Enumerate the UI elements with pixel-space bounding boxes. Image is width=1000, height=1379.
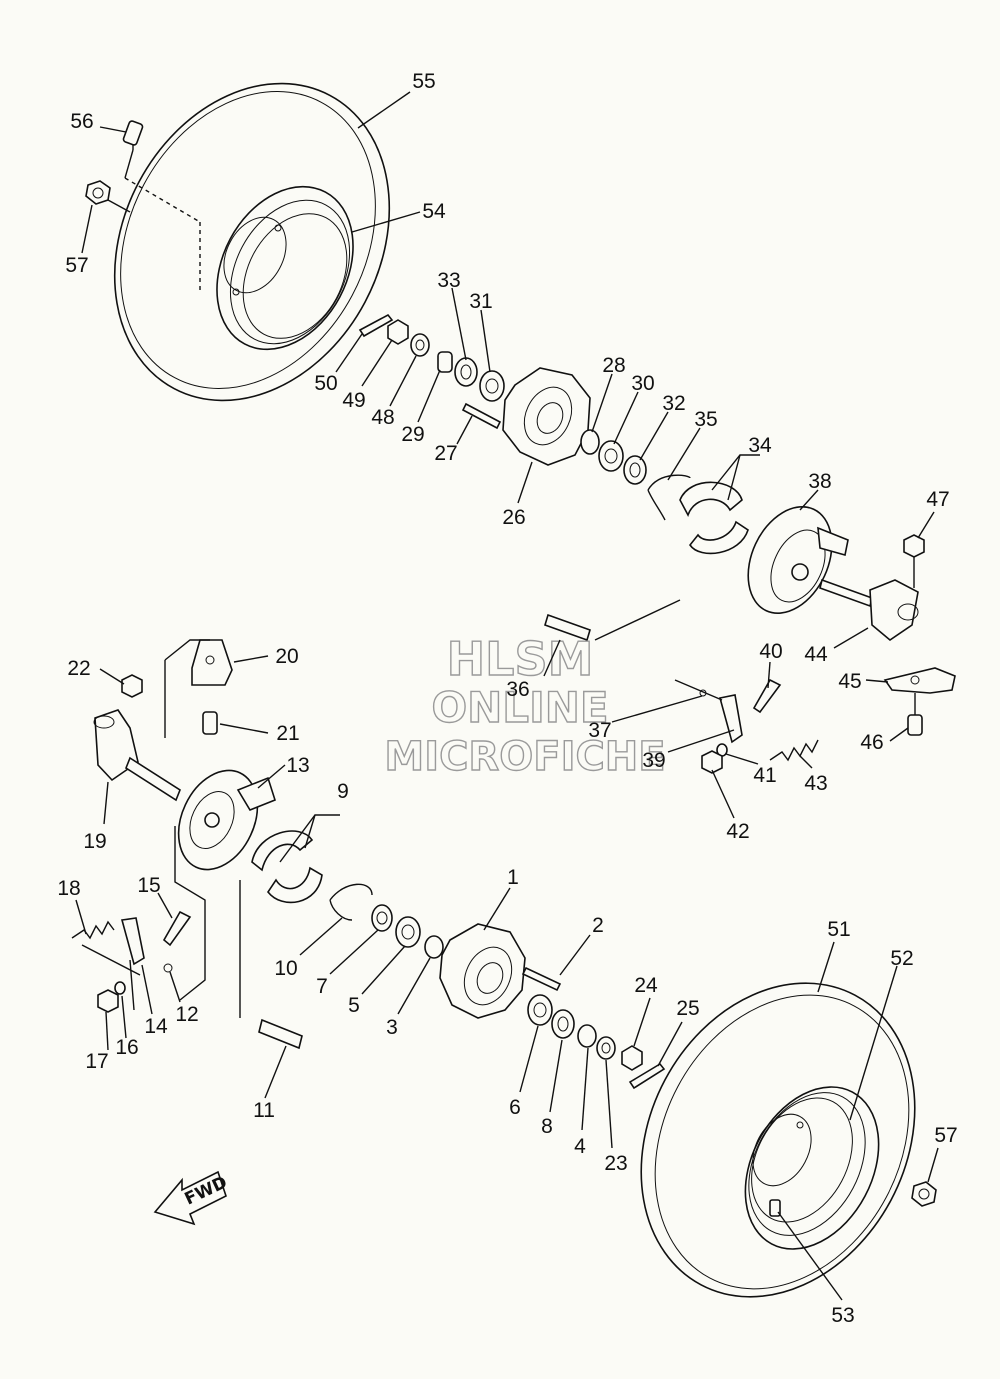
callout-40: 40 (759, 640, 782, 663)
callout-32: 32 (662, 392, 685, 415)
callout-37: 37 (588, 719, 611, 742)
callout-19: 19 (83, 830, 106, 853)
callout-29: 29 (401, 423, 424, 446)
callout-51: 51 (827, 918, 850, 941)
lower-knuckle-19 (93, 709, 181, 802)
callout-10: 10 (274, 957, 297, 980)
callout-45: 45 (838, 670, 861, 693)
callout-57-lower: 57 (934, 1124, 957, 1147)
upper-cam-36 (544, 599, 723, 701)
callout-56: 56 (70, 110, 93, 133)
wheel-nut-57-upper (85, 180, 131, 213)
upper-hub-26 (502, 367, 591, 466)
callout-54: 54 (422, 200, 446, 223)
upper-tire (113, 82, 391, 402)
callout-30: 30 (631, 372, 654, 395)
callout-22: 22 (67, 657, 90, 680)
callout-3: 3 (386, 1016, 398, 1039)
callout-42: 42 (726, 820, 749, 843)
callout-35: 35 (694, 408, 717, 431)
watermark-line1: HLSM (447, 632, 594, 686)
upper-brake-shoes-34 (679, 481, 749, 555)
callout-labels: 55 56 54 57 33 31 50 49 48 29 27 26 28 3… (57, 70, 957, 1327)
callout-6: 6 (509, 1096, 521, 1119)
callout-47: 47 (926, 488, 949, 511)
callout-15: 15 (137, 874, 160, 897)
callout-9: 9 (337, 780, 349, 803)
callout-36: 36 (506, 678, 529, 701)
callout-8: 8 (541, 1115, 553, 1138)
lower-small-parts (71, 880, 444, 1050)
callout-17: 17 (85, 1050, 108, 1073)
callout-43: 43 (804, 772, 827, 795)
callout-18: 18 (57, 877, 80, 900)
lower-brake-drum-13 (174, 769, 276, 1001)
callout-55: 55 (412, 70, 435, 93)
callout-1: 1 (507, 866, 519, 889)
callout-57-upper: 57 (65, 254, 88, 277)
callout-46: 46 (860, 731, 883, 754)
callout-28: 28 (602, 354, 625, 377)
lower-tire (640, 982, 916, 1298)
lower-brake-shoes-9 (251, 830, 323, 904)
callout-14: 14 (144, 1015, 168, 1038)
callout-49: 49 (342, 389, 365, 412)
callout-31: 31 (469, 290, 492, 313)
upper-parts-right (701, 534, 956, 774)
callout-12: 12 (175, 1003, 198, 1026)
callout-4: 4 (574, 1135, 586, 1158)
callout-27: 27 (434, 442, 457, 465)
callout-13: 13 (286, 754, 309, 777)
callout-11: 11 (253, 1099, 275, 1122)
upper-small-parts (358, 313, 691, 521)
watermark-line2: ONLINE (431, 683, 608, 732)
callout-21: 21 (276, 722, 299, 745)
wheel-nut-57-lower (911, 1181, 937, 1207)
callout-16: 16 (115, 1036, 138, 1059)
watermark-line3: MICROFICHE (384, 734, 665, 780)
callout-7: 7 (316, 975, 328, 998)
lower-bracket-20 (121, 639, 233, 738)
callout-2: 2 (592, 914, 604, 937)
callout-26: 26 (502, 506, 525, 529)
callout-52: 52 (890, 947, 913, 970)
callout-24: 24 (634, 974, 658, 997)
callout-23: 23 (604, 1152, 627, 1175)
upper-spindle-44 (819, 578, 919, 642)
callout-48: 48 (371, 406, 394, 429)
valve-stem-56 (122, 120, 144, 179)
lower-hub-1 (439, 923, 526, 1019)
callout-25: 25 (676, 997, 699, 1020)
callout-34: 34 (748, 434, 772, 457)
forward-direction-arrow: FWD (153, 1170, 230, 1226)
leader-lines (75, 91, 939, 1301)
callout-33: 33 (437, 269, 460, 292)
watermark: HLSM ONLINE MICROFICHE (384, 631, 667, 780)
callout-44: 44 (804, 643, 828, 666)
callout-50: 50 (314, 372, 337, 395)
callout-39: 39 (642, 749, 665, 772)
callout-20: 20 (275, 645, 298, 668)
lower-right-small-parts (521, 966, 666, 1090)
callout-53: 53 (831, 1304, 854, 1327)
callout-38: 38 (808, 470, 831, 493)
upper-brake-drum-38 (747, 505, 849, 615)
callout-41: 41 (753, 764, 776, 787)
callout-5: 5 (348, 994, 360, 1017)
